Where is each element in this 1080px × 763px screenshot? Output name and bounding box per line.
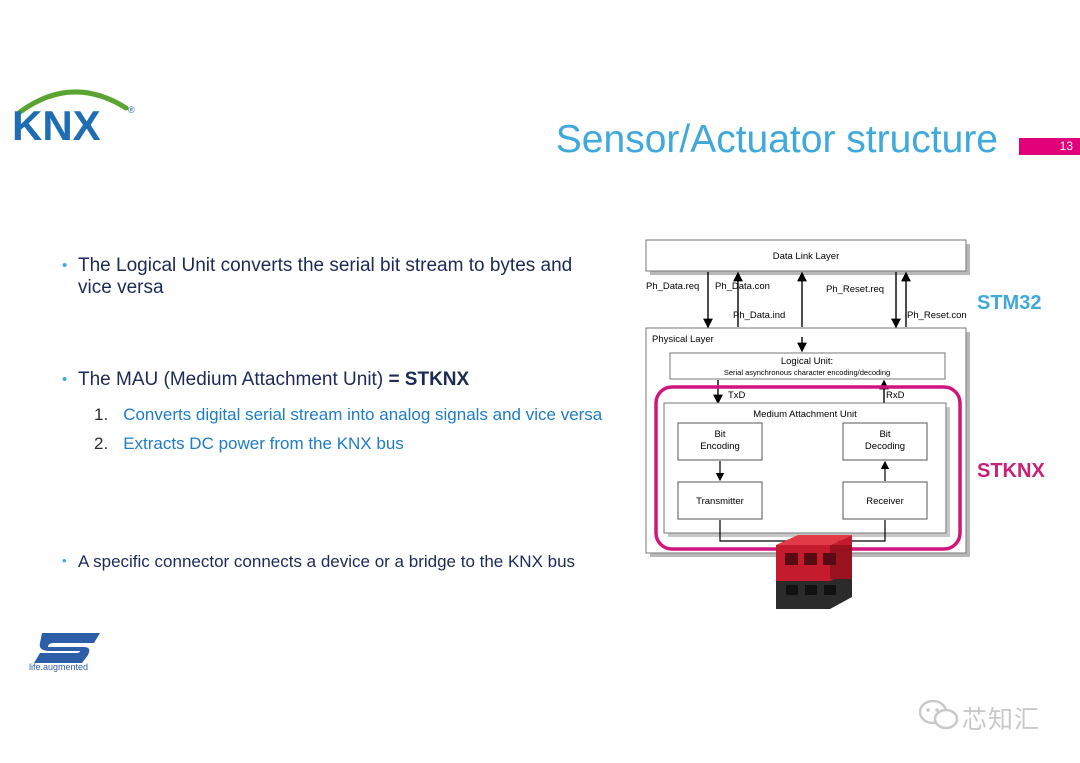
bullet-2: The MAU (Medium Attachment Unit) = STKNX: [78, 369, 469, 391]
receiver-label: Receiver: [866, 496, 904, 507]
bullet-dot: •: [62, 553, 67, 568]
watermark-text: 芯知汇: [962, 706, 1041, 734]
st-logo-mark: [34, 633, 100, 663]
knx-logo-text: KNX: [12, 102, 101, 149]
rxd-label: RxD: [886, 390, 905, 401]
transmitter-label: Transmitter: [696, 496, 744, 507]
sub-item-2: 2. Extracts DC power from the KNX bus: [94, 434, 404, 454]
bullet-3: A specific connector connects a device o…: [78, 552, 576, 571]
txd-label: TxD: [728, 390, 746, 401]
sub-item-1-number: 1.: [94, 405, 109, 424]
page-number-bar: [1019, 138, 1080, 155]
bit-decoding-line-1: Bit: [879, 429, 890, 440]
bullet-dot: •: [62, 257, 68, 274]
bit-encoding-box: [677, 422, 763, 461]
data-link-layer-label: Data Link Layer: [773, 251, 840, 262]
physical-layer-diagram: Data Link Layer Physical Layer Ph_Data.r…: [645, 239, 970, 609]
bus-line-tx: [719, 520, 790, 542]
bullet-1-line-2: vice versa: [78, 277, 164, 298]
bullet-dot: •: [62, 371, 68, 388]
logical-unit-sublabel: Serial asynchronous character encoding/d…: [724, 368, 890, 377]
bullet-2-bold: = STKNX: [388, 369, 470, 390]
bit-encoding-line-2: Encoding: [700, 441, 740, 452]
logical-unit-label: Logical Unit:: [781, 356, 833, 367]
wechat-icon: [918, 699, 959, 730]
st-logo: ST: [34, 633, 100, 663]
sub-item-1: 1. Converts digital serial stream into an…: [94, 405, 602, 425]
knx-logo: KNX ®: [12, 89, 135, 149]
sub-item-1-text: Converts digital serial stream into anal…: [123, 405, 603, 424]
st-tagline: life.augmented: [29, 662, 89, 672]
stm32-label: STM32: [977, 292, 1042, 314]
bit-decoding-line-2: Decoding: [865, 441, 905, 452]
bit-decoding-box: [842, 422, 928, 461]
ph-data-req-label: Ph_Data.req: [646, 281, 699, 292]
physical-layer-label: Physical Layer: [652, 334, 714, 345]
ph-reset-req-label: Ph_Reset.req: [826, 284, 884, 295]
ph-reset-con-label: Ph_Reset.con: [907, 310, 967, 321]
sub-item-2-text: Extracts DC power from the KNX bus: [123, 434, 404, 453]
sub-item-2-number: 2.: [94, 434, 109, 453]
data-link-layer-box: [645, 239, 967, 272]
ph-data-ind-label: Ph_Data.ind: [733, 310, 785, 321]
logical-unit-box: [669, 352, 946, 380]
bullet-2-text: The MAU (Medium Attachment Unit): [78, 369, 389, 390]
registered-mark: ®: [128, 105, 135, 115]
receiver-box: [842, 481, 928, 520]
transmitter-box: [677, 481, 763, 520]
knx-logo-arc: [17, 89, 129, 115]
stknx-label: STKNX: [977, 460, 1045, 482]
ph-data-con-label: Ph_Data.con: [715, 281, 770, 292]
page-number: 13: [1059, 139, 1073, 153]
knx-connector-image: [776, 535, 852, 609]
page-title: Sensor/Actuator structure: [555, 118, 998, 161]
mau-label: Medium Attachment Unit: [753, 409, 857, 420]
st-logo-text: ST: [69, 651, 71, 653]
bit-encoding-line-1: Bit: [714, 429, 725, 440]
bullet-1-line-1: The Logical Unit converts the serial bit…: [78, 255, 573, 276]
